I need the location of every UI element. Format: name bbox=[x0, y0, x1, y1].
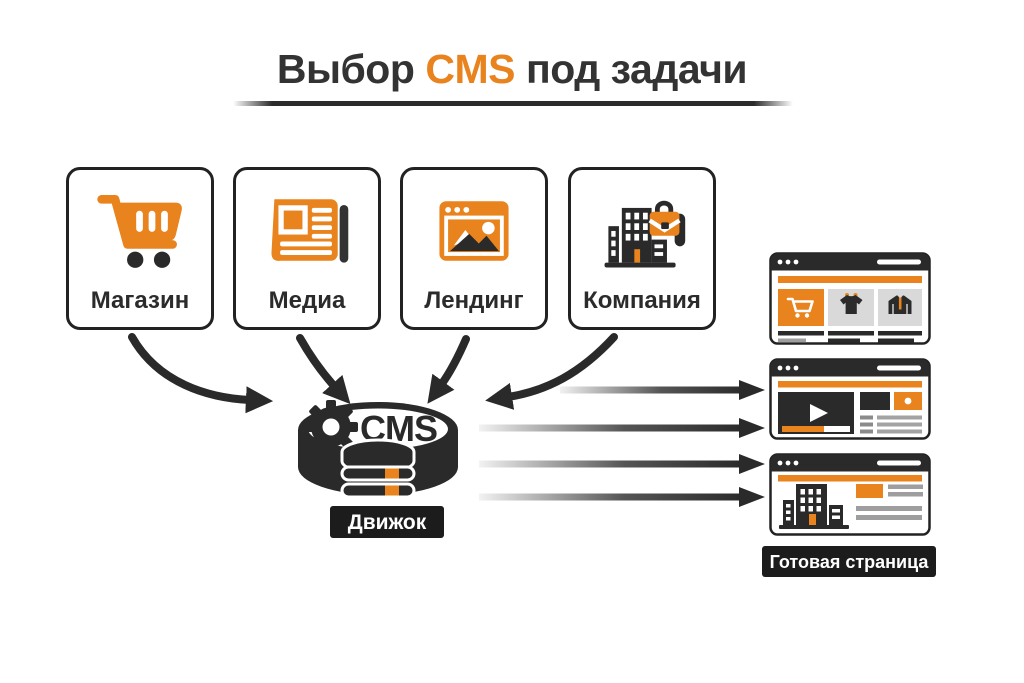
page-banner bbox=[778, 276, 922, 283]
task-box-media: Медиа bbox=[233, 167, 381, 330]
address-bar bbox=[877, 365, 921, 371]
company-page-preview bbox=[769, 453, 931, 536]
arrow-media-to-cms bbox=[296, 334, 351, 405]
tshirt-icon bbox=[840, 293, 863, 314]
result-badge: Готовая страница bbox=[762, 546, 936, 577]
cms-engine-icon: CMS bbox=[298, 400, 458, 499]
shop-page-preview bbox=[769, 252, 931, 345]
landing-page-icon bbox=[439, 201, 509, 261]
task-box-shop: Магазин bbox=[66, 167, 214, 330]
task-box-label: Лендинг bbox=[424, 287, 524, 314]
database-stack-icon bbox=[340, 438, 416, 499]
browser-titlebar bbox=[770, 454, 930, 472]
shopping-cart-icon bbox=[97, 194, 182, 268]
video-player-icon bbox=[778, 392, 854, 434]
sweater-icon bbox=[888, 295, 912, 314]
task-box-landing: Лендинг bbox=[400, 167, 548, 330]
media-page-preview bbox=[769, 358, 931, 440]
address-bar bbox=[877, 259, 921, 265]
company-building-icon bbox=[604, 200, 686, 268]
task-box-label: Компания bbox=[583, 287, 701, 314]
cart-icon bbox=[786, 297, 814, 318]
task-box-label: Магазин bbox=[90, 287, 190, 314]
task-box-label: Медиа bbox=[268, 287, 346, 314]
arrow-shop-to-cms bbox=[128, 333, 274, 414]
page-title: Выбор CMS под задачи bbox=[0, 46, 1024, 93]
arrow-company-to-cms bbox=[485, 333, 618, 410]
arrows-cms-to-pages bbox=[479, 380, 765, 507]
engine-badge: Движок bbox=[330, 506, 444, 538]
browser-titlebar bbox=[770, 253, 930, 271]
browser-titlebar bbox=[770, 359, 930, 377]
task-box-company: Компания bbox=[568, 167, 716, 330]
page-banner bbox=[778, 475, 922, 482]
gear-icon bbox=[304, 400, 358, 454]
title-suffix: под задачи bbox=[526, 46, 748, 92]
address-bar bbox=[877, 460, 921, 466]
buildings-icon bbox=[779, 484, 849, 529]
title-highlight: CMS bbox=[425, 46, 515, 92]
title-prefix: Выбор bbox=[276, 46, 415, 92]
newspaper-icon bbox=[271, 199, 349, 263]
page-banner bbox=[778, 381, 922, 388]
title-underline bbox=[233, 101, 793, 106]
arrow-landing-to-cms bbox=[427, 335, 470, 404]
